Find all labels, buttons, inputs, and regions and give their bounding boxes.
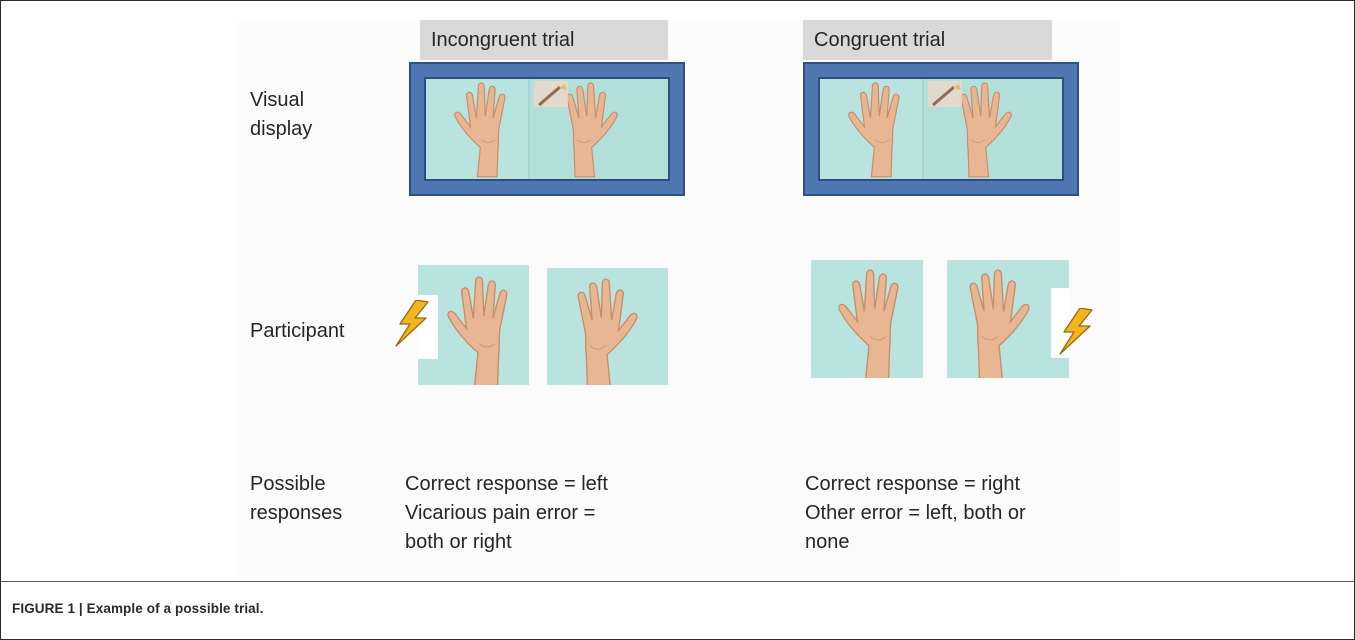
incongruent-screen-image <box>424 77 670 181</box>
row-label-participant: Participant <box>250 320 345 342</box>
figure-panel: Visual display Participant Possible resp… <box>238 20 1120 576</box>
incongruent-visual-display-screen <box>409 62 685 196</box>
congruent-responses: Correct response = right Other error = l… <box>805 470 1026 557</box>
incongruent-response-line: both or right <box>405 531 512 553</box>
participant-left-hand-congruent <box>811 260 923 378</box>
participant-left-hand-incongruent <box>418 265 529 385</box>
congruent-response-line: Other error = left, both or <box>805 502 1026 524</box>
row-label-visual-display: Visual display <box>250 89 313 140</box>
participant-right-hand-congruent <box>947 260 1069 378</box>
congruent-trial-header: Congruent trial <box>803 20 1052 60</box>
pain-bolt-icon <box>394 299 430 348</box>
congruent-visual-display-screen <box>803 62 1079 196</box>
congruent-response-line: Correct response = right <box>805 473 1021 495</box>
row-label-possible-responses: Possible responses <box>250 473 343 524</box>
caption-divider <box>1 581 1354 582</box>
pain-bolt-icon <box>1058 307 1094 356</box>
congruent-screen-image <box>818 77 1064 181</box>
incongruent-response-line: Vicarious pain error = <box>405 502 596 524</box>
participant-right-hand-incongruent <box>547 268 668 385</box>
incongruent-trial-header: Incongruent trial <box>420 20 668 60</box>
incongruent-screen-hands <box>426 79 668 179</box>
incongruent-trial-title: Incongruent trial <box>431 29 575 51</box>
congruent-trial-title: Congruent trial <box>814 29 946 51</box>
incongruent-responses: Correct response = left Vicarious pain e… <box>405 470 608 557</box>
incongruent-response-line: Correct response = left <box>405 473 608 495</box>
congruent-response-line: none <box>805 531 850 553</box>
figure-caption: FIGURE 1 | Example of a possible trial. <box>12 601 264 616</box>
congruent-screen-hands <box>820 79 1062 179</box>
